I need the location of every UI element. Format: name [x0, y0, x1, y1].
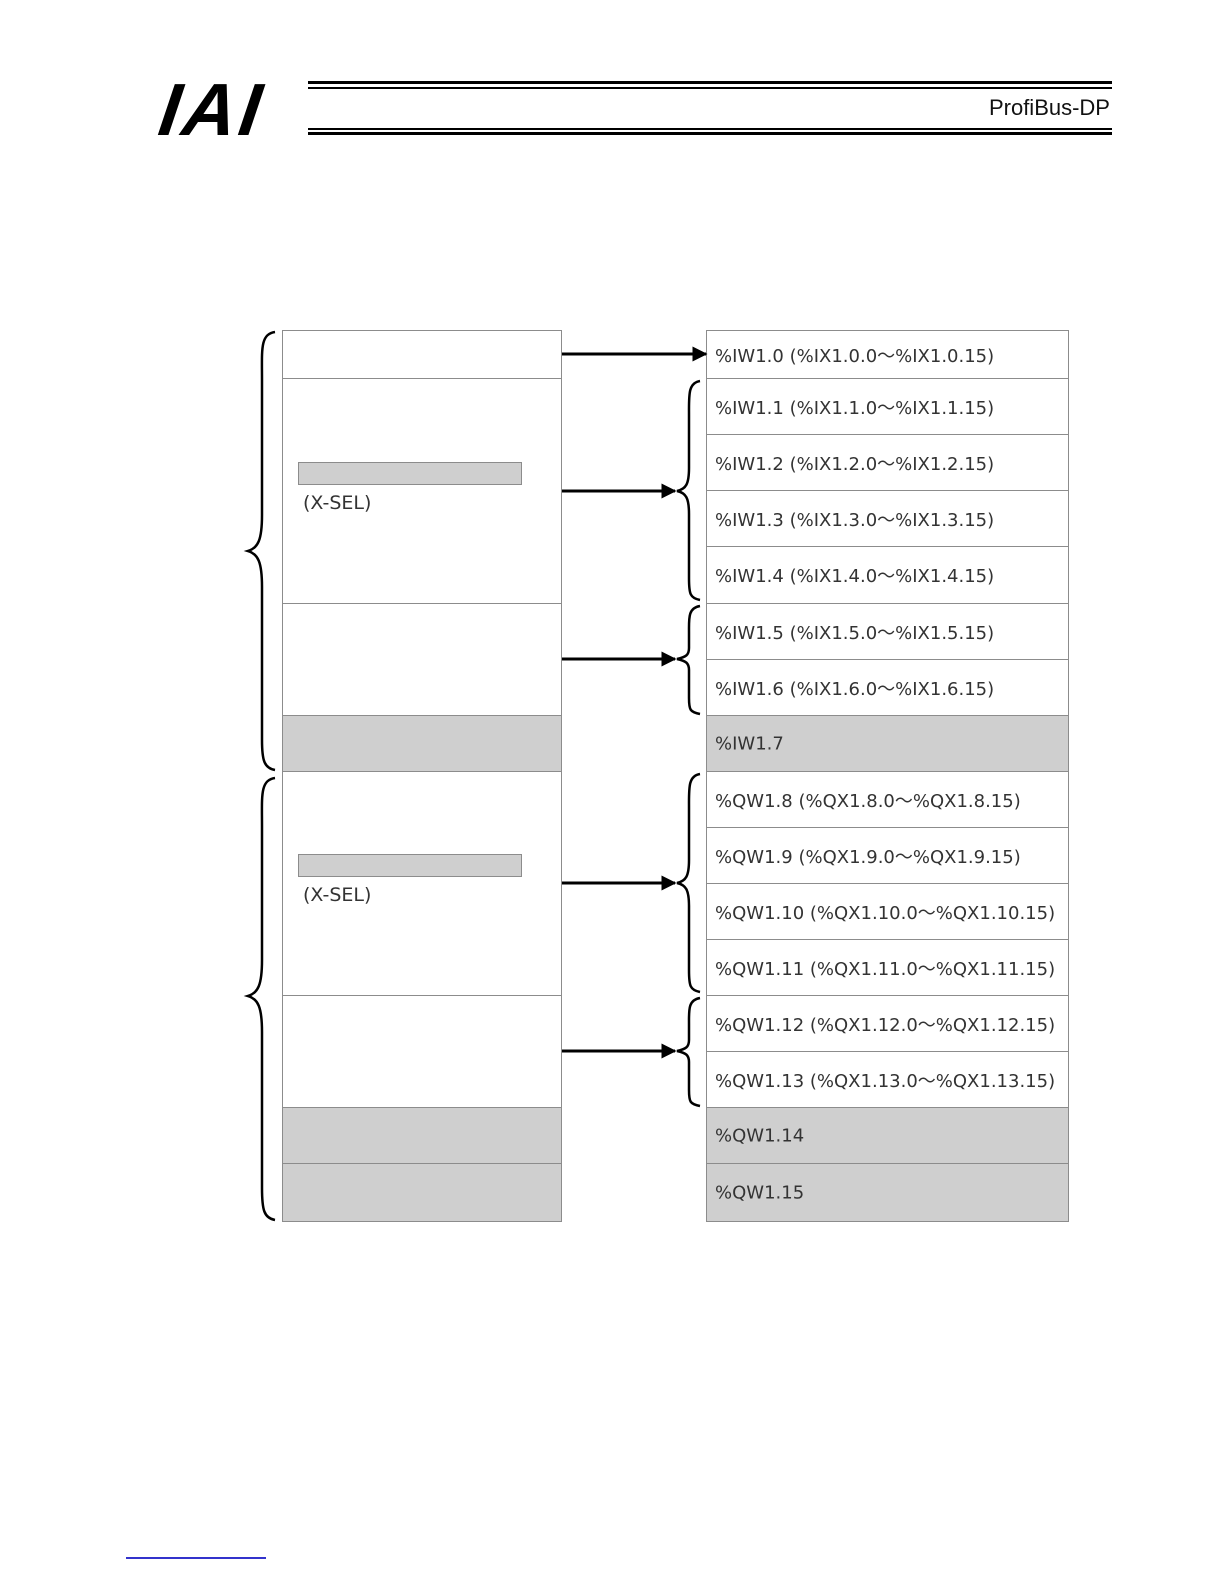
register-row: %IW1.7 — [706, 715, 1069, 772]
register-label: %IW1.4 (%IX1.4.0～%IX1.4.15) — [715, 566, 995, 587]
brace-iw1-5-to-1-6 — [676, 604, 701, 716]
register-label: %QW1.11 (%QX1.11.0～%QX1.11.15) — [715, 958, 1056, 980]
register-label: %IW1.6 (%IX1.6.0～%IX1.6.15) — [715, 678, 995, 700]
header-rule-mid — [308, 87, 1112, 89]
register-label: %QW1.12 (%QX1.12.0～%QX1.12.15) — [715, 1014, 1056, 1036]
output-port-bar — [298, 854, 522, 877]
register-row: %QW1.11 (%QX1.11.0～%QX1.11.15) — [706, 939, 1069, 996]
brace-iw1-1-to-1-4 — [676, 379, 701, 602]
register-row: %QW1.13 (%QX1.13.0～%QX1.13.15) — [706, 1051, 1069, 1108]
register-row: %QW1.14 — [706, 1107, 1069, 1164]
footer-link-underline — [126, 1557, 266, 1559]
header-rule-bottom — [308, 128, 1112, 130]
register-label: %QW1.14 — [715, 1125, 805, 1146]
register-label: %IW1.1 (%IX1.1.0～%IX1.1.15) — [715, 397, 995, 419]
brace-qw1-8-to-1-11 — [676, 772, 701, 994]
input-area-brace — [243, 330, 276, 772]
register-label: %IW1.3 (%IX1.3.0～%IX1.3.15) — [715, 509, 995, 531]
left-block-output-reserved-2 — [282, 1163, 562, 1222]
left-block-status — [282, 330, 562, 379]
left-block-output-reserved-1 — [282, 1107, 562, 1164]
output-bar-caption: (X-SEL) — [303, 884, 372, 906]
left-block-output-ports — [282, 771, 562, 996]
left-block-input-data — [282, 603, 562, 716]
left-block-output-data — [282, 995, 562, 1108]
header-rule-base — [308, 132, 1112, 135]
register-row: %QW1.10 (%QX1.10.0～%QX1.10.15) — [706, 883, 1069, 940]
register-row: %IW1.6 (%IX1.6.0～%IX1.6.15) — [706, 659, 1069, 716]
input-bar-caption: (X-SEL) — [303, 492, 372, 514]
header-rule-top — [308, 81, 1112, 84]
register-label: %QW1.9 (%QX1.9.0～%QX1.9.15) — [715, 846, 1021, 868]
brace-qw1-12-to-1-13 — [676, 996, 701, 1108]
register-row: %QW1.12 (%QX1.12.0～%QX1.12.15) — [706, 995, 1069, 1052]
register-row: %IW1.3 (%IX1.3.0～%IX1.3.15) — [706, 490, 1069, 547]
register-label: %QW1.10 (%QX1.10.0～%QX1.10.15) — [715, 902, 1056, 924]
register-row: %IW1.4 (%IX1.4.0～%IX1.4.15) — [706, 546, 1069, 604]
register-row: %QW1.15 — [706, 1163, 1069, 1222]
register-label: %QW1.15 — [715, 1182, 805, 1203]
register-label: %IW1.5 (%IX1.5.0～%IX1.5.15) — [715, 622, 995, 644]
register-label: %IW1.2 (%IX1.2.0～%IX1.2.15) — [715, 453, 995, 475]
register-row: %IW1.1 (%IX1.1.0～%IX1.1.15) — [706, 378, 1069, 435]
register-label: %QW1.13 (%QX1.13.0～%QX1.13.15) — [715, 1070, 1056, 1092]
output-area-brace — [243, 776, 276, 1222]
register-row: %IW1.2 (%IX1.2.0～%IX1.2.15) — [706, 434, 1069, 491]
input-port-bar — [298, 462, 522, 485]
register-label: %IW1.0 (%IX1.0.0～%IX1.0.15) — [715, 345, 995, 367]
register-label: %IW1.7 — [715, 733, 784, 754]
header-title: ProfiBus-DP — [988, 95, 1110, 120]
register-label: %QW1.8 (%QX1.8.0～%QX1.8.15) — [715, 790, 1021, 812]
register-row: %IW1.5 (%IX1.5.0～%IX1.5.15) — [706, 603, 1069, 660]
